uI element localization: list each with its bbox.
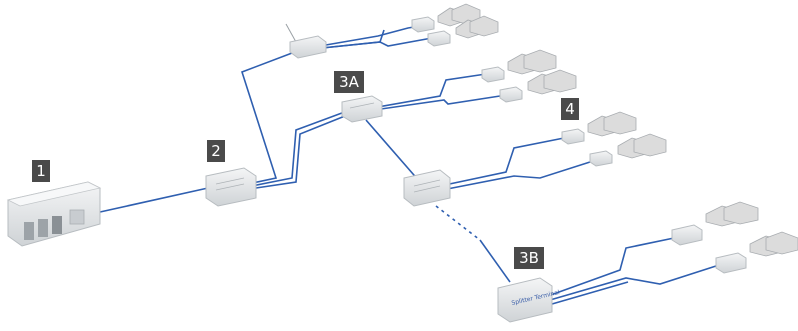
fiber-olt-to-splitter2 <box>99 187 209 213</box>
ont-devices <box>411 16 747 274</box>
label-olt: 1 <box>32 160 50 182</box>
fiber-splitter2-to-3a <box>251 109 351 187</box>
ont-box <box>481 66 505 83</box>
house-icon <box>507 49 557 75</box>
central-office-olt <box>6 181 102 247</box>
fiber-links <box>99 23 717 305</box>
ont-box <box>561 128 585 145</box>
house-icon <box>749 231 798 257</box>
label-ont-4: 4 <box>561 98 579 120</box>
ont-box <box>671 224 703 246</box>
houses <box>437 3 798 257</box>
ont-box <box>715 252 747 274</box>
ont-box <box>411 16 435 33</box>
fiber-mid-to-3b <box>435 205 481 241</box>
ont-box <box>499 86 523 103</box>
splitter-2-device <box>205 167 257 207</box>
fiber-mid-to-ont1 <box>439 137 565 187</box>
house-icon <box>437 3 481 27</box>
house-icon <box>587 111 637 137</box>
label-splitter-3a: 3A <box>334 71 364 93</box>
label-splitter-2: 2 <box>207 140 225 162</box>
label-splitter-3b: 3B <box>514 247 544 269</box>
top-splitter-device <box>285 23 327 59</box>
ont-box <box>589 150 613 167</box>
mid-splitter-device <box>403 169 451 207</box>
splitter-3b-terminal-device <box>497 277 553 323</box>
house-icon <box>617 133 667 159</box>
house-icon <box>455 15 499 39</box>
fiber-splitter2-to-top <box>241 49 301 185</box>
fiber-3a-to-mid <box>365 119 421 183</box>
ont-box <box>427 30 451 47</box>
house-icon <box>705 201 759 227</box>
splitter-3a-device <box>341 95 383 123</box>
fiber-3a-to-ont1 <box>371 73 487 109</box>
fiber-3b-to-ont1 <box>547 237 675 297</box>
fiber-top-to-ont2 <box>321 37 433 49</box>
house-icon <box>527 69 577 95</box>
